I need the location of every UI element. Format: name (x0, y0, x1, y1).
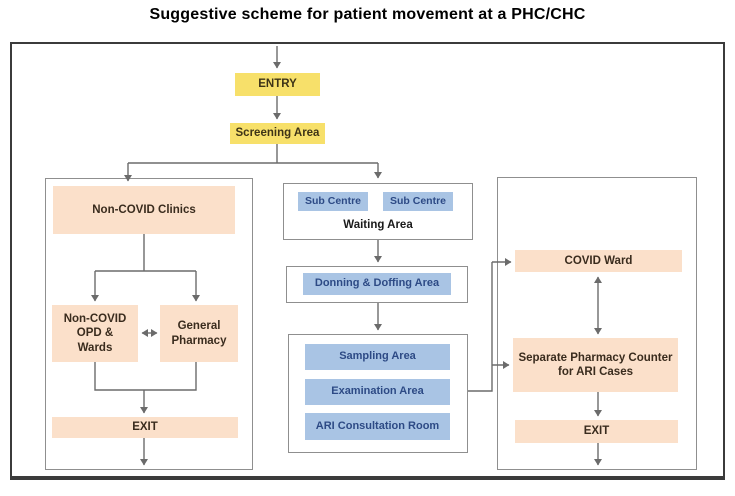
node-entry: ENTRY (235, 73, 320, 96)
node-ari-consultation-room: ARI Consultation Room (305, 413, 450, 440)
node-sub-centre-2-label: Sub Centre (389, 194, 446, 207)
node-donning-doffing-label: Donning & Doffing Area (314, 277, 440, 290)
node-exit-left-label: EXIT (132, 421, 158, 434)
node-donning-doffing: Donning & Doffing Area (303, 273, 451, 295)
diagram-title: Suggestive scheme for patient movement a… (149, 6, 586, 23)
node-general-pharmacy: General Pharmacy (160, 305, 238, 362)
node-covid-ward: COVID Ward (515, 250, 682, 272)
node-examination-area: Examination Area (305, 379, 450, 405)
node-non-covid-opd-wards: Non-COVID OPD & Wards (52, 305, 138, 362)
node-examination-area-label: Examination Area (331, 385, 424, 398)
node-general-pharmacy-label: General Pharmacy (171, 320, 227, 347)
node-sub-centre-1: Sub Centre (298, 192, 368, 211)
node-exit-left: EXIT (52, 417, 238, 438)
node-separate-pharmacy-counter: Separate Pharmacy Counter for ARI Cases (513, 338, 678, 392)
node-sampling-area-label: Sampling Area (339, 350, 416, 363)
node-sampling-area: Sampling Area (305, 344, 450, 370)
node-non-covid-clinics: Non-COVID Clinics (53, 186, 235, 234)
node-exit-right: EXIT (515, 420, 678, 443)
node-sub-centre-1-label: Sub Centre (304, 194, 361, 207)
node-screening-area-label: Screening Area (235, 127, 320, 140)
node-entry-label: ENTRY (258, 78, 297, 91)
node-separate-pharmacy-counter-label: Separate Pharmacy Counter for ARI Cases (518, 351, 673, 378)
node-screening-area: Screening Area (230, 123, 325, 144)
node-non-covid-opd-wards-label: Non-COVID OPD & Wards (63, 312, 127, 354)
node-ari-consultation-room-label: ARI Consultation Room (315, 419, 440, 432)
node-sub-centre-2: Sub Centre (383, 192, 453, 211)
node-exit-right-label: EXIT (583, 425, 610, 438)
node-non-covid-clinics-label: Non-COVID Clinics (92, 203, 196, 216)
waiting-area-label: Waiting Area (343, 219, 413, 231)
node-covid-ward-label: COVID Ward (564, 254, 633, 267)
